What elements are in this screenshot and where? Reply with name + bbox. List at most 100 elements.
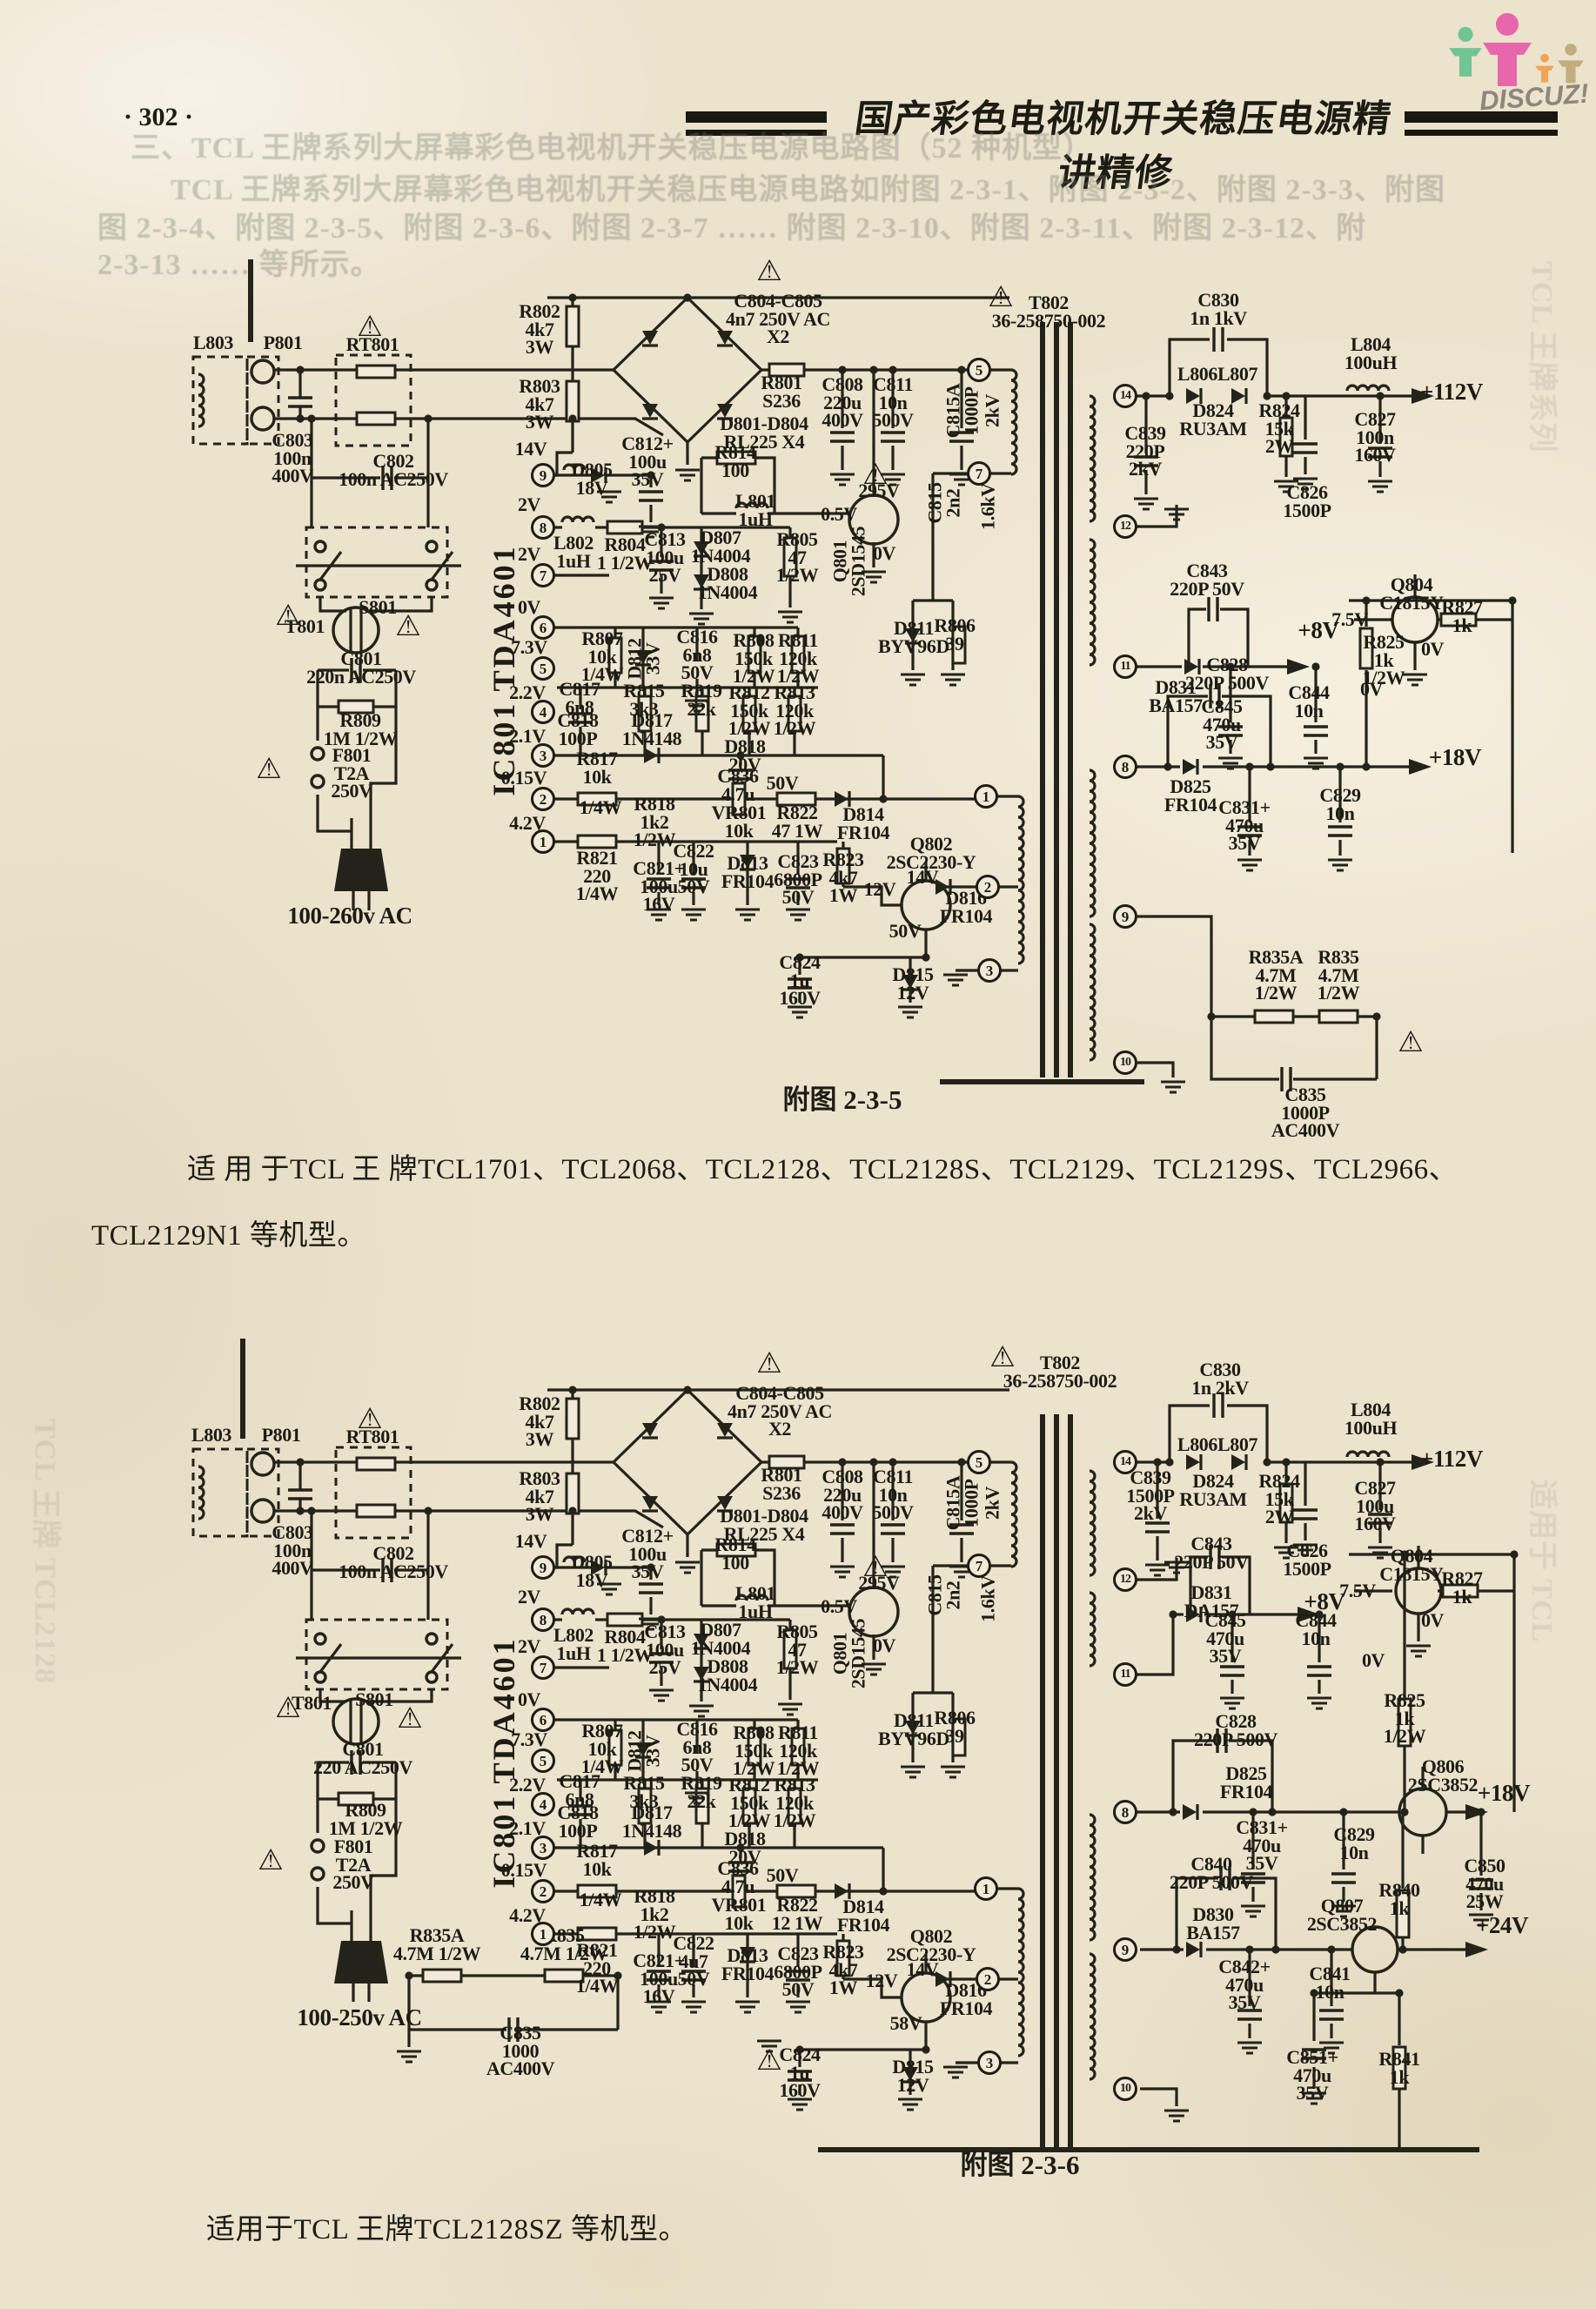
pin-number: 14 [1113, 1450, 1137, 1474]
schematic-label: C815 2n2 [923, 1574, 963, 1616]
schematic-label: 2kV [981, 1487, 1003, 1520]
schematic-label: 295V [858, 1572, 900, 1594]
pin-number: 5 [967, 1450, 991, 1474]
pin-number: 1 [531, 1922, 555, 1946]
schematic-label: VR801 10k [711, 1894, 767, 1934]
schematic-label: C815 2n2 [923, 482, 963, 524]
warning-triangle-icon: ⚠ [988, 279, 1014, 313]
schematic-label: C813 100u 25V [644, 1621, 686, 1679]
schematic-label: 0V [872, 542, 896, 564]
schematic-label: C839 1500P 2kV [1126, 1467, 1175, 1525]
schematic-label: D813 FR104 [721, 1944, 775, 1984]
schematic-label: 2V [517, 493, 541, 515]
pin-number: 7 [967, 461, 991, 486]
schematic-label: 1.6kV [976, 483, 999, 530]
schematic-label: 0.15V [500, 767, 547, 789]
warning-triangle-icon: ⚠ [357, 1401, 383, 1435]
schematic-label: R819 22k [681, 1772, 722, 1812]
schematic-label: R805 47 1/2W [775, 1621, 819, 1679]
pin-number: 8 [1113, 1800, 1137, 1824]
schematic-label: R835A 4.7M 1/2W [1248, 946, 1304, 1004]
schematic-label: C803 100n 400V [272, 429, 313, 487]
pin-number: 2 [531, 1879, 555, 1903]
warning-triangle-icon: ⚠ [862, 1549, 889, 1583]
schematic-label: 12V [863, 878, 896, 900]
schematic-label: C843 220P 50V [1174, 1533, 1249, 1573]
schematic-label: R840 1k [1378, 1879, 1420, 1919]
schematic-label: Q802 2SC2230-Y [886, 1925, 976, 1965]
schematic-label: R835 4.7M 1/2W [1317, 946, 1360, 1004]
schematic-label: D830 BA157 [1186, 1903, 1240, 1943]
schematic-label: R822 12 1W [771, 1894, 823, 1934]
schematic-label: R827 1k [1441, 596, 1483, 636]
schematic-label: C829 10n [1319, 784, 1361, 824]
pin-number: 3 [977, 958, 1002, 983]
figure-1-note-line1: 适 用 于TCL 王 牌TCL1701、TCL2068、TCL2128、TCL2… [187, 1154, 1459, 1185]
schematic-label: R802 4k7 3W [519, 300, 560, 359]
pin-number: 9 [1113, 1937, 1137, 1962]
schematic-label: T802 36-258750-002 [1003, 1352, 1117, 1392]
schematic-label: R814 100 [714, 1534, 756, 1574]
schematic-label: R821 220 1/4W [575, 1939, 619, 1997]
schematic-label: R804 1 1/2W [596, 1626, 654, 1666]
schematic-label: C817 6n8 [559, 678, 600, 718]
schematic-label: 2kV [981, 394, 1003, 427]
schematic-label: C818 100P [557, 709, 599, 749]
schematic-label: L803 [192, 332, 234, 353]
schematic-label: C844 10n [1295, 1609, 1337, 1649]
schematic-label: +112V [1420, 379, 1483, 405]
pin-number: 11 [1113, 1662, 1137, 1687]
schematic-label: Q804 C1815Y [1379, 1545, 1444, 1585]
pin-number: 8 [1113, 755, 1137, 779]
schematic-label: C835 1000P AC400V [1271, 1084, 1340, 1142]
schematic-label: C801 220 AC250V [313, 1738, 412, 1778]
figure-1-note-line2: TCL2129N1 等机型。 [91, 1220, 366, 1252]
schematic-label: D811 BYV96D [878, 617, 949, 657]
schematic-label: R808 150k 1/2W [732, 1722, 775, 1780]
schematic-label: 0V [1361, 1649, 1385, 1671]
schematic-label: R806 39 [934, 1707, 976, 1747]
schematic-label: C811 10n 500V [872, 373, 914, 432]
schematic-label: L803 [191, 1424, 232, 1446]
pin-number: 12 [1113, 1567, 1137, 1592]
schematic-label: C842+ 470u 35V [1218, 1956, 1271, 2014]
schematic-label: 0V [517, 1688, 541, 1710]
discuz-figures-icon [1449, 13, 1584, 86]
schematic-label: S801 [359, 596, 397, 618]
schematic-label: +18V [1428, 744, 1482, 770]
schematic-label: C836 4.7u [717, 765, 759, 805]
schematic-label: C801 220n AC250V [306, 648, 416, 688]
warning-triangle-icon: ⚠ [357, 309, 383, 343]
schematic-label: C830 1n 1kV [1190, 289, 1247, 329]
schematic-label: C812+ 100u 35V [621, 433, 674, 491]
schematic-label: D812 33V [623, 638, 663, 680]
pin-number: 2 [531, 787, 555, 811]
schematic-label: +112V [1420, 1446, 1483, 1472]
schematic-label: 2V [517, 1635, 541, 1657]
schematic-label: 14V [514, 1530, 547, 1552]
schematic-label: D807 1N4004 [690, 527, 751, 567]
warning-triangle-icon: ⚠ [275, 1690, 301, 1724]
schematic-label: C836 4.7u [717, 1857, 759, 1897]
schematic-label: R804 1 1/2W [596, 534, 654, 574]
warning-triangle-icon: ⚠ [989, 1339, 1016, 1373]
schematic-label: 7.3V [511, 1728, 547, 1750]
schematic-label: C808 220u 400V [821, 1466, 863, 1524]
schematic-label: L802 1uH [553, 1624, 594, 1664]
schematic-label: D805 18V [571, 459, 613, 499]
schematic-label: 0V [872, 1634, 896, 1656]
ghost-text-line: 三、TCL 王牌系列大屏幕彩色电视机开关稳压电源电路图（52 种机型） [131, 132, 1094, 164]
schematic-label: 1/4W [579, 1889, 622, 1910]
schematic-label: Q801 2SD1545 [828, 1618, 868, 1689]
schematic-label: T801 [284, 615, 325, 637]
warning-triangle-icon: ⚠ [756, 253, 782, 287]
schematic-label: C841 10n [1309, 1963, 1351, 2003]
schematic-label: D807 1N4004 [690, 1619, 751, 1659]
schematic-label: 50V [766, 772, 799, 794]
schematic-label: C843 220P 50V [1170, 560, 1244, 600]
schematic-label: Q806 2SC3852 [1407, 1755, 1479, 1796]
schematic-label: C850 470u 25W [1464, 1855, 1505, 1913]
schematic-label: R827 1k [1441, 1567, 1483, 1608]
schematic-label: Q801 2SD1545 [828, 526, 868, 597]
